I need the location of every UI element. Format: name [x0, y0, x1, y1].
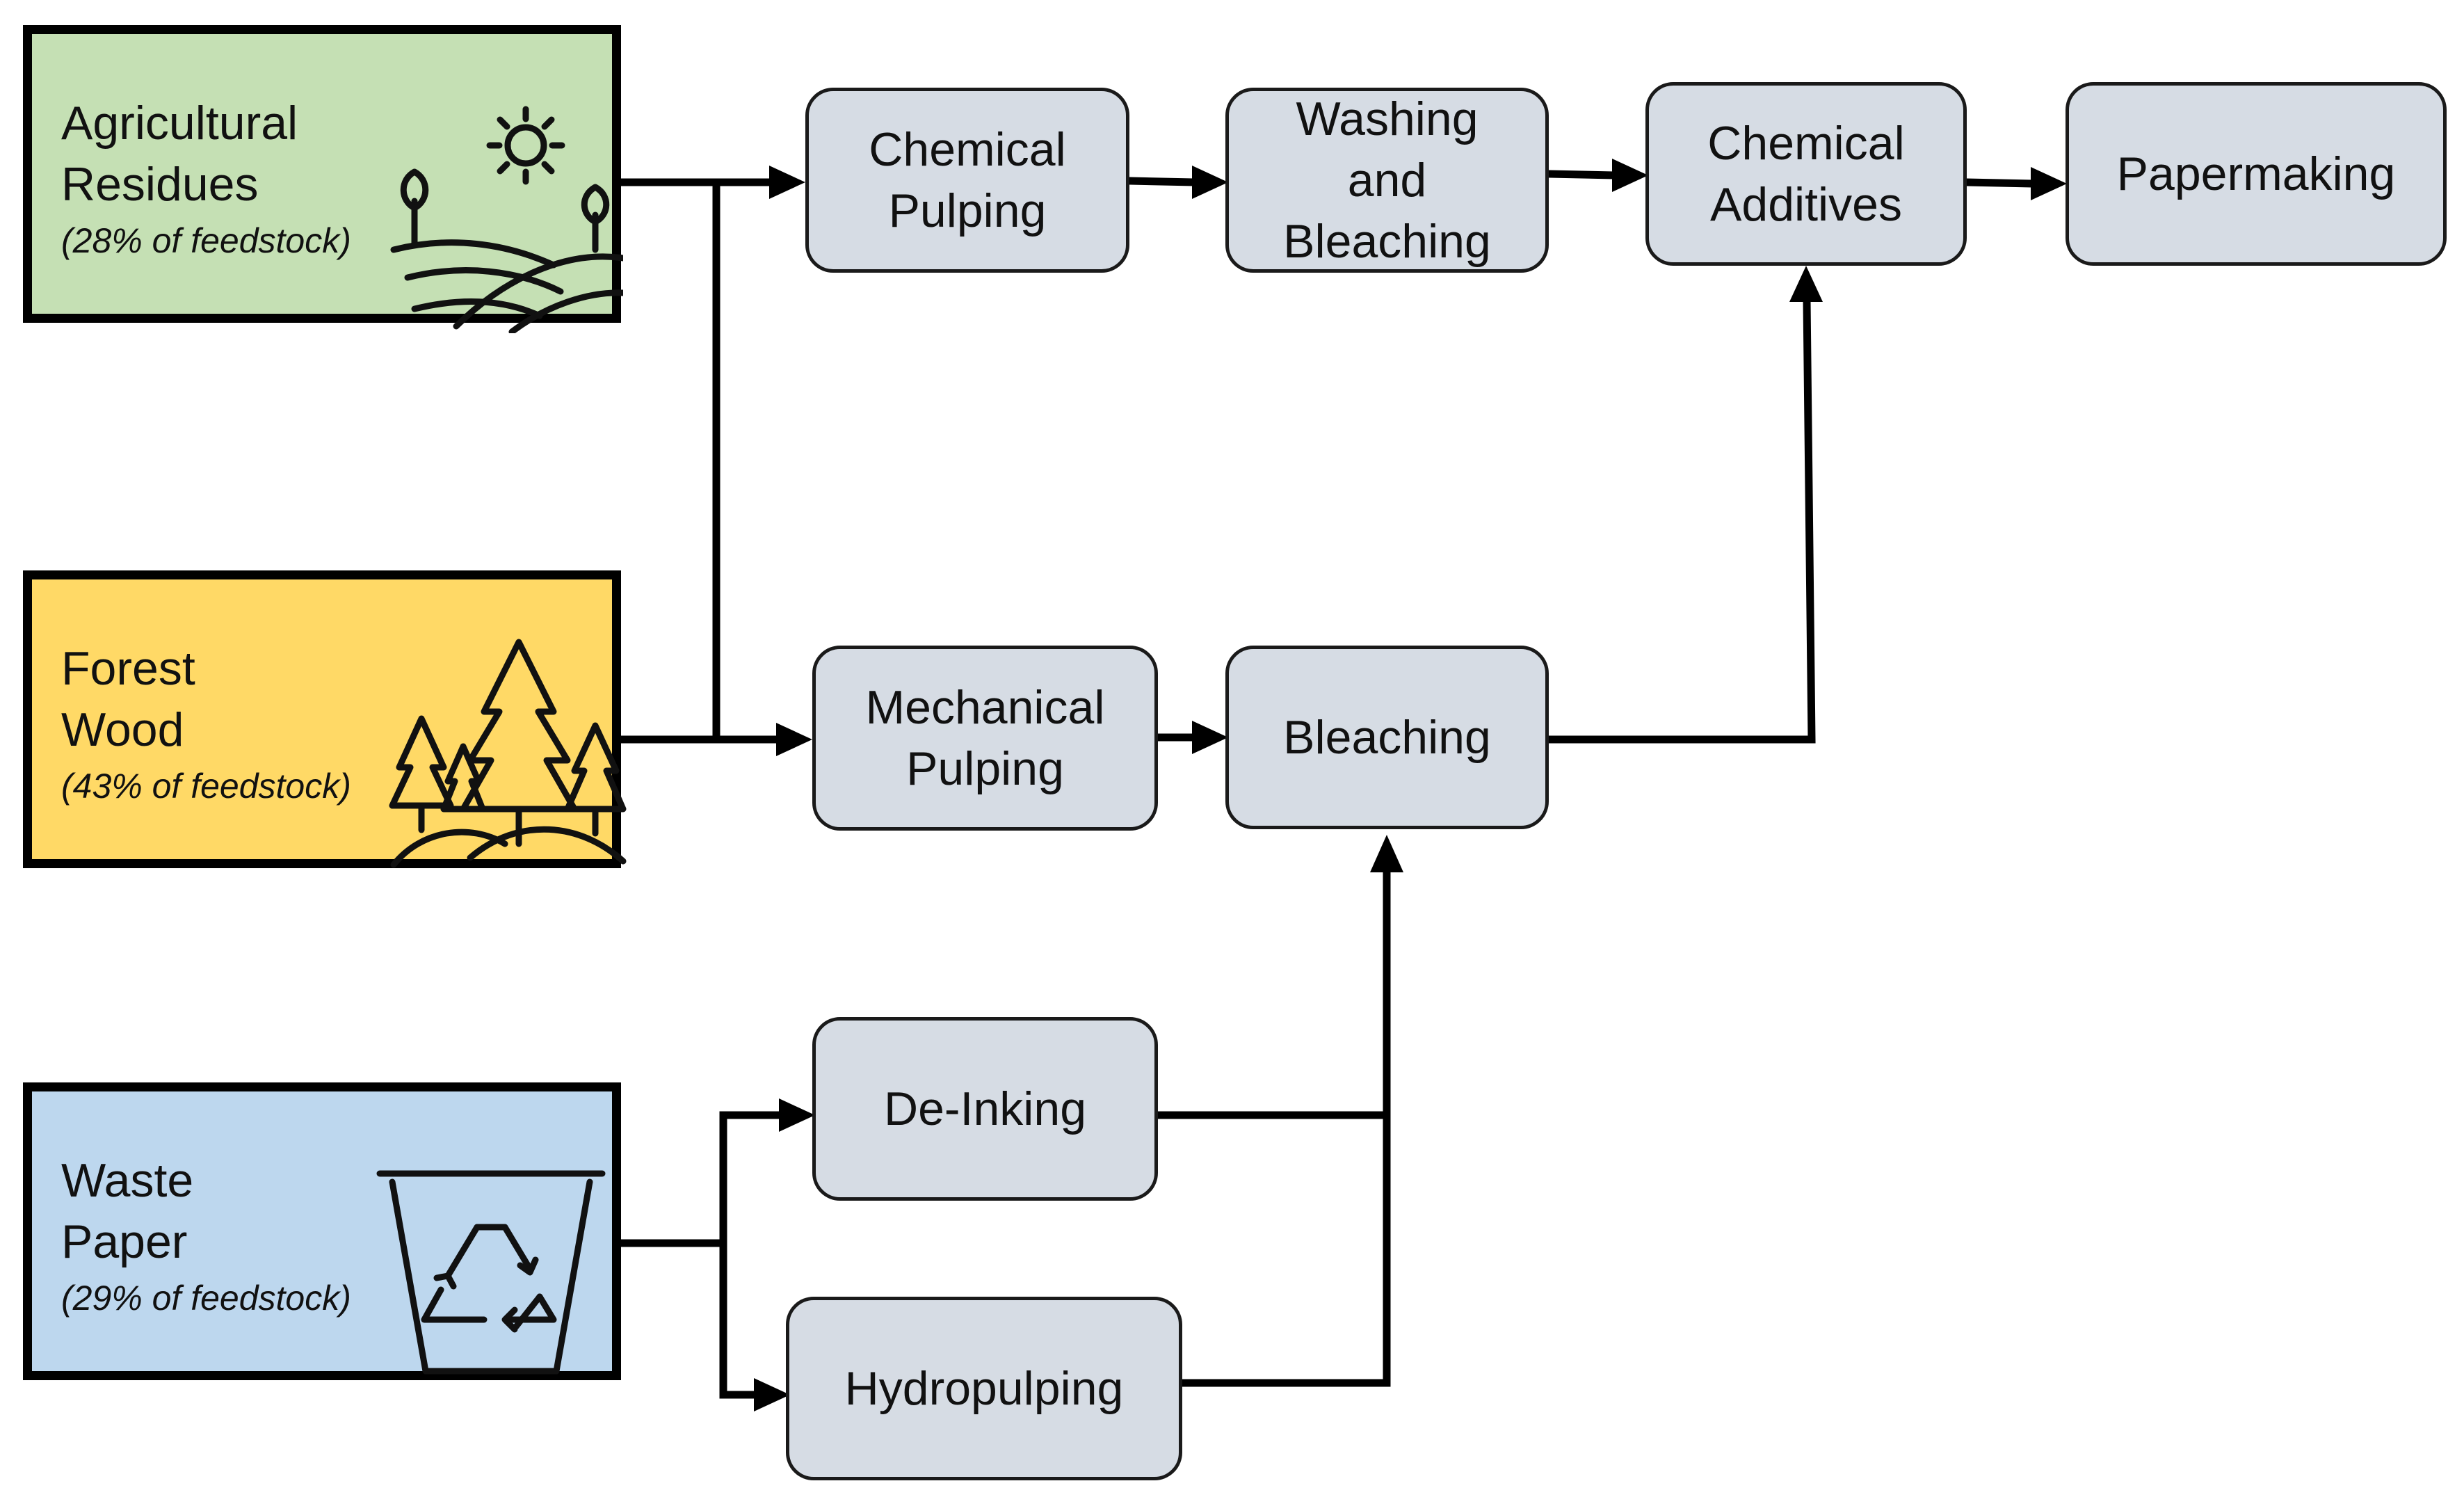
connector-bleaching-to-additives	[1545, 296, 1816, 744]
step-label-line: Pulping	[906, 742, 1064, 795]
step-chemical-additives: Chemical Additives	[1645, 82, 1967, 266]
step-mechanical-pulping: Mechanical Pulping	[812, 646, 1158, 831]
step-label-line: Mechanical	[865, 681, 1105, 734]
arrowhead	[779, 1098, 815, 1132]
arrowhead	[1192, 721, 1228, 754]
forest-trees-icon	[389, 639, 627, 868]
arrowhead	[1370, 835, 1403, 872]
farm-field-sun-icon	[390, 106, 623, 333]
connector-additives-to-papermaking	[1963, 178, 2038, 188]
feedstock-share: (28% of feedstock)	[61, 221, 351, 260]
arrowhead	[1192, 166, 1228, 199]
recycle-bin-icon	[376, 1170, 606, 1375]
step-de-inking: De-Inking	[812, 1017, 1158, 1201]
source-label-line: Waste	[61, 1154, 194, 1207]
source-label-line: Residues	[61, 158, 259, 211]
step-washing-and-bleaching: Washing and Bleaching	[1225, 88, 1549, 273]
step-label-line: Additives	[1710, 178, 1902, 231]
step-label-line: Bleaching	[1283, 215, 1491, 268]
step-label-line: Bleaching	[1283, 711, 1491, 764]
arrowhead	[2031, 167, 2067, 200]
step-papermaking: Papermaking	[2066, 82, 2447, 266]
source-label-line: Forest	[61, 642, 195, 695]
connector-hydropulping-to-bleaching	[1178, 867, 1391, 1387]
source-waste-paper: Waste Paper (29% of feedstock)	[23, 1082, 621, 1380]
step-label-line: Chemical	[869, 123, 1066, 176]
step-hydropulping: Hydropulping	[786, 1297, 1182, 1480]
arrowhead	[1612, 159, 1648, 192]
arrowhead	[769, 166, 805, 199]
source-label: Waste Paper	[61, 1150, 193, 1272]
source-label-line: Paper	[61, 1215, 188, 1268]
step-label-line: Hydropulping	[844, 1362, 1124, 1415]
feedstock-share: (29% of feedstock)	[61, 1279, 351, 1318]
source-agricultural-residues: Agricultural Residues (28% of feedstock)	[23, 25, 623, 333]
arrowhead	[1789, 266, 1823, 302]
step-label-line: Chemical	[1707, 117, 1905, 170]
source-label-line: Agricultural	[61, 97, 298, 150]
source-forest-wood: Forest Wood (43% of feedstock)	[23, 570, 627, 868]
connector-chemical-to-washing	[1125, 177, 1199, 186]
connector-washing-to-additives	[1545, 170, 1619, 179]
step-label-line: Washing	[1296, 93, 1479, 145]
step-label-line: and	[1347, 154, 1427, 207]
step-label-line: Pulping	[888, 184, 1047, 237]
step-label-line: Papermaking	[2116, 147, 2396, 200]
step-label-line: De-Inking	[883, 1082, 1087, 1135]
step-bleaching: Bleaching	[1225, 646, 1549, 829]
source-label-line: Wood	[61, 703, 184, 756]
source-label: Forest Wood	[61, 638, 195, 760]
arrowhead	[776, 723, 812, 756]
step-chemical-pulping: Chemical Pulping	[805, 88, 1129, 273]
feedstock-share: (43% of feedstock)	[61, 767, 351, 806]
source-label: Agricultural Residues	[61, 93, 298, 215]
arrowhead	[754, 1378, 790, 1411]
